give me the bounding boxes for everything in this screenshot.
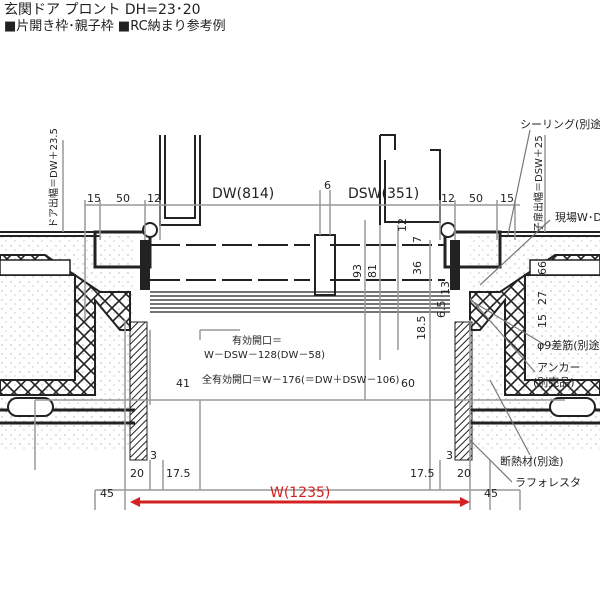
dim-45-left: 45 [100,487,114,500]
dim-20-right: 20 [457,467,471,480]
page-title: 玄関ドア プロント DH=23･20 [4,2,201,18]
callout-anchor: アンカー [537,361,581,374]
dim-12-right: 12 [441,192,455,205]
dim-15-right: 15 [500,192,514,205]
effective-opening-label: 有効開口＝ [232,336,282,347]
callout-anchor-note: (別売品) [533,376,575,389]
width-arrow [130,497,470,507]
full-effective-opening: 全有効開口＝W－176(＝DW＋DSW－106) [202,375,400,386]
dim-20-left: 20 [130,467,144,480]
gap-41: 41 [176,377,190,390]
dim-18-5: 18.5 [415,315,428,341]
effective-opening-formula: W－DSW－128(DW－58) [204,350,326,361]
dim-50-left: 50 [116,192,130,205]
laforesta-right [454,321,473,461]
dim-50-right: 50 [469,192,483,205]
dim-15-left: 15 [87,192,101,205]
dim-12-v: 12 [396,218,409,232]
page-subtitle: ■片開き枠･親子枠 ■RC納まり参考例 [4,19,226,34]
callout-rebar: φ9差筋(別途 [537,339,600,352]
callout-sealing: シーリング(別途 [520,118,600,131]
dim-7: 7 [411,236,424,243]
dim-13: 13 [439,281,452,295]
dim-6: 6 [324,179,331,192]
dim-6-5: 6.5 [435,300,448,319]
dim-66: 66 [536,261,549,275]
callout-site-wd: 現場W･D [555,211,600,224]
dim-width: W(1235) [270,485,331,501]
dim-36: 36 [411,261,424,275]
dim-17-5-right: 17.5 [410,467,435,480]
dim-dsw: DSW(351) [348,186,420,202]
dim-17-5-left: 17.5 [166,467,191,480]
door-leaf-right [379,134,441,225]
dim-3-right: 3 [446,449,453,462]
threshold [150,291,450,313]
callout-laforesta: ラフォレスタ [515,476,581,489]
callout-insulation: 断熱材(別途) [500,455,564,468]
dim-27: 27 [536,291,549,305]
gap-60: 60 [401,377,415,390]
dim-dw: DW(814) [212,186,275,202]
dimension-lines [34,135,565,510]
laforesta-left [129,321,148,461]
dim-45-right: 45 [484,487,498,500]
door-leaf-left [159,135,201,226]
sub-door-projection-label: 子扉出幅＝DSW＋25 [534,135,545,232]
dim-15-v: 15 [536,314,549,328]
dim-81: 81 [366,264,379,278]
door-projection-label: ドア出幅＝DW＋23.5 [49,128,60,228]
dim-12-left: 12 [147,192,161,205]
dim-3-left: 3 [150,449,157,462]
dim-93: 93 [351,264,364,278]
